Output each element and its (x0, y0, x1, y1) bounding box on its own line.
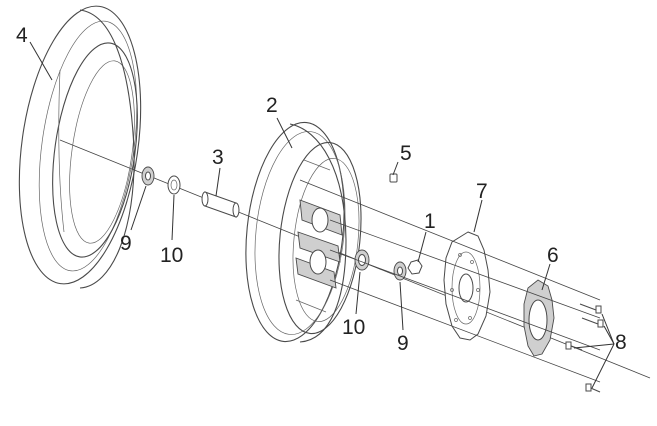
wheel-rim-part (245, 121, 362, 343)
callout-6-6: 6 (547, 244, 559, 267)
callout-9-8: 9 (120, 232, 132, 255)
bearing-left-part (167, 175, 181, 195)
seal-right-part (393, 261, 407, 281)
callout-3-1: 3 (212, 146, 224, 169)
callout-labels: 4 3 2 5 1 7 6 8 9 10 10 9 (16, 24, 627, 355)
callout-4-0: 4 (16, 24, 28, 47)
seal-left-part (141, 166, 155, 186)
spacer-part (201, 191, 240, 218)
bolt-axis-3 (329, 279, 601, 383)
brake-disc-part (443, 231, 491, 341)
nut-part (407, 259, 423, 275)
bolt-axis-2 (329, 249, 601, 351)
bolt-axis-4 (299, 179, 601, 301)
callout-9-11: 9 (397, 332, 409, 355)
callout-7-5: 7 (476, 180, 488, 203)
callout-1-4: 1 (424, 210, 436, 233)
callout-2-2: 2 (266, 94, 278, 117)
bearing-right-part (354, 249, 370, 271)
callout-5-3: 5 (400, 142, 412, 165)
bolts-part (565, 303, 604, 393)
valve-part (389, 173, 398, 183)
tire-part (18, 5, 142, 289)
callout-10-9: 10 (160, 244, 183, 267)
callout-8-7: 8 (615, 331, 627, 354)
leader-lines (29, 41, 615, 389)
disc-carrier-part (523, 279, 555, 357)
callout-10-10: 10 (342, 316, 365, 339)
bolt-axis-1 (329, 219, 601, 319)
